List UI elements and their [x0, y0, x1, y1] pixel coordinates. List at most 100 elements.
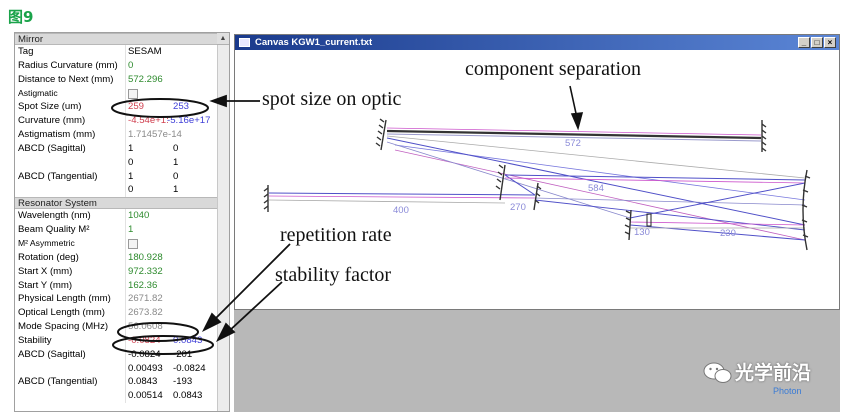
curved-mirror-right[interactable]	[801, 169, 811, 251]
end-mirror-left-lower[interactable]	[263, 185, 269, 212]
row-radius-curvature[interactable]: Radius Curvature (mm)0	[18, 58, 134, 73]
figure-label: 图9	[8, 8, 34, 26]
scroll-up-arrow-icon[interactable]: ▲	[217, 33, 229, 45]
radius-value[interactable]: 0	[128, 59, 134, 71]
resonator-layout-canvas[interactable]: 572 584 400 270 130 230	[235, 50, 839, 309]
main-beam-line	[386, 129, 762, 140]
label-572: 572	[565, 138, 581, 149]
astigmatic-checkbox[interactable]	[128, 88, 138, 99]
row-distance-to-next[interactable]: Distance to Next (mm)572.296	[18, 72, 163, 87]
row-rotation[interactable]: Rotation (deg)180.928	[18, 250, 163, 265]
beam-quality-value[interactable]: 1	[128, 224, 134, 236]
watermark-text: 光学前沿	[735, 362, 812, 384]
physical-length-value: 2671.82	[128, 293, 163, 305]
wechat-icon	[703, 362, 732, 383]
row-wavelength[interactable]: Wavelength (nm)1040	[18, 209, 150, 224]
beam-line	[386, 137, 806, 226]
beam-line	[504, 177, 806, 184]
annotation-spot-size: spot size on optic	[262, 88, 402, 110]
watermark-subtext: Photon	[773, 386, 802, 396]
label-584: 584	[588, 183, 604, 194]
beam-line	[268, 199, 506, 204]
label-270: 270	[510, 202, 526, 213]
spot-size-arrow	[209, 94, 260, 108]
stability-ellipse	[112, 335, 214, 355]
distance-value[interactable]: 572.296	[128, 73, 163, 85]
beam-line	[386, 127, 762, 136]
close-button[interactable]: ×	[824, 37, 836, 48]
maximize-button[interactable]: □	[811, 37, 823, 48]
row-start-y[interactable]: Start Y (mm)162.36	[18, 278, 158, 293]
curvature-tangential: -5.16e+17	[167, 115, 211, 127]
beam-line	[386, 141, 631, 219]
curvature-sagittal: -4.54e+1:	[128, 115, 169, 127]
rotation-value[interactable]: 180.928	[128, 251, 163, 263]
stability-tangential: 0.0843	[173, 334, 203, 346]
label-130: 130	[634, 227, 650, 238]
row-curvature: Curvature (mm)-4.54e+1:-5.16e+17	[18, 114, 211, 129]
optical-length-value: 2673.82	[128, 307, 163, 319]
canvas-title: Canvas KGW1_current.txt	[255, 37, 373, 48]
mode-spacing-ellipse	[117, 322, 199, 342]
row-res-abcd-tangential: ABCD (Tangential)0.0843-193	[18, 375, 193, 390]
row-start-x[interactable]: Start X (mm)972.332	[18, 264, 163, 279]
beam-line	[629, 182, 806, 219]
row-physical-length: Physical Length (mm)2671.82	[18, 292, 163, 307]
repetition-rate-arrow	[201, 243, 291, 333]
end-mirror-right-upper[interactable]	[761, 120, 767, 152]
beam-line	[629, 221, 806, 226]
panel-scrollbar[interactable]	[217, 33, 229, 411]
annotation-repetition-rate: repetition rate	[280, 224, 392, 246]
beam-line	[629, 224, 806, 241]
end-mirror-left-upper[interactable]	[375, 118, 387, 151]
beam-line	[386, 135, 806, 179]
annotation-stability-factor: stability factor	[275, 264, 392, 286]
row-astigmatism: Astigmatism (mm)1.71457e-14	[18, 128, 182, 142]
section-resonator-system: Resonator System	[15, 197, 229, 210]
beam-line	[504, 174, 806, 181]
start-x-value[interactable]: 972.332	[128, 265, 163, 277]
canvas-title-bar[interactable]: Canvas KGW1_current.txt _ □ ×	[235, 35, 839, 50]
start-y-value[interactable]: 162.36	[128, 279, 158, 291]
row-astigmatic[interactable]: Astigmatic	[15, 86, 229, 101]
stability-factor-arrow	[215, 281, 283, 343]
row-optical-length: Optical Length (mm)2673.82	[18, 306, 163, 321]
label-400: 400	[393, 205, 409, 216]
mode-spacing-value: 56.0608	[128, 321, 163, 333]
beam-line	[268, 192, 536, 196]
component-separation-arrow	[569, 85, 584, 131]
row-m2-asymmetric[interactable]: M² Asymmetric	[15, 236, 229, 251]
tag-value[interactable]: SESAM	[128, 46, 162, 57]
spot-size-tangential: 253	[173, 101, 190, 113]
fold-mirror-middle[interactable]	[495, 164, 542, 211]
workspace-background	[234, 310, 840, 412]
beam-line	[268, 195, 536, 199]
row-res-abcd-sagittal-2: 0.00493-0.0824	[15, 361, 229, 376]
crystal-mirror-lower[interactable]	[624, 209, 652, 241]
astigmatism-value: 1.71457e-14	[128, 129, 182, 141]
label-230: 230	[720, 228, 736, 239]
spot-size-sagittal: 259	[128, 101, 145, 113]
spot-size-ellipse	[111, 98, 209, 118]
canvas-window[interactable]: Canvas KGW1_current.txt _ □ ×	[234, 34, 840, 310]
beam-line	[394, 149, 806, 241]
watermark: 光学前沿 Photon	[703, 356, 843, 406]
annotation-component-separation: component separation	[465, 58, 642, 80]
minimize-button[interactable]: _	[798, 37, 810, 48]
m2-asymmetric-checkbox[interactable]	[128, 238, 138, 249]
wavelength-value[interactable]: 1040	[128, 210, 150, 222]
canvas-window-icon	[239, 38, 250, 47]
beam-line	[534, 199, 806, 231]
section-mirror: Mirror	[15, 33, 229, 45]
beam-line	[534, 197, 806, 206]
